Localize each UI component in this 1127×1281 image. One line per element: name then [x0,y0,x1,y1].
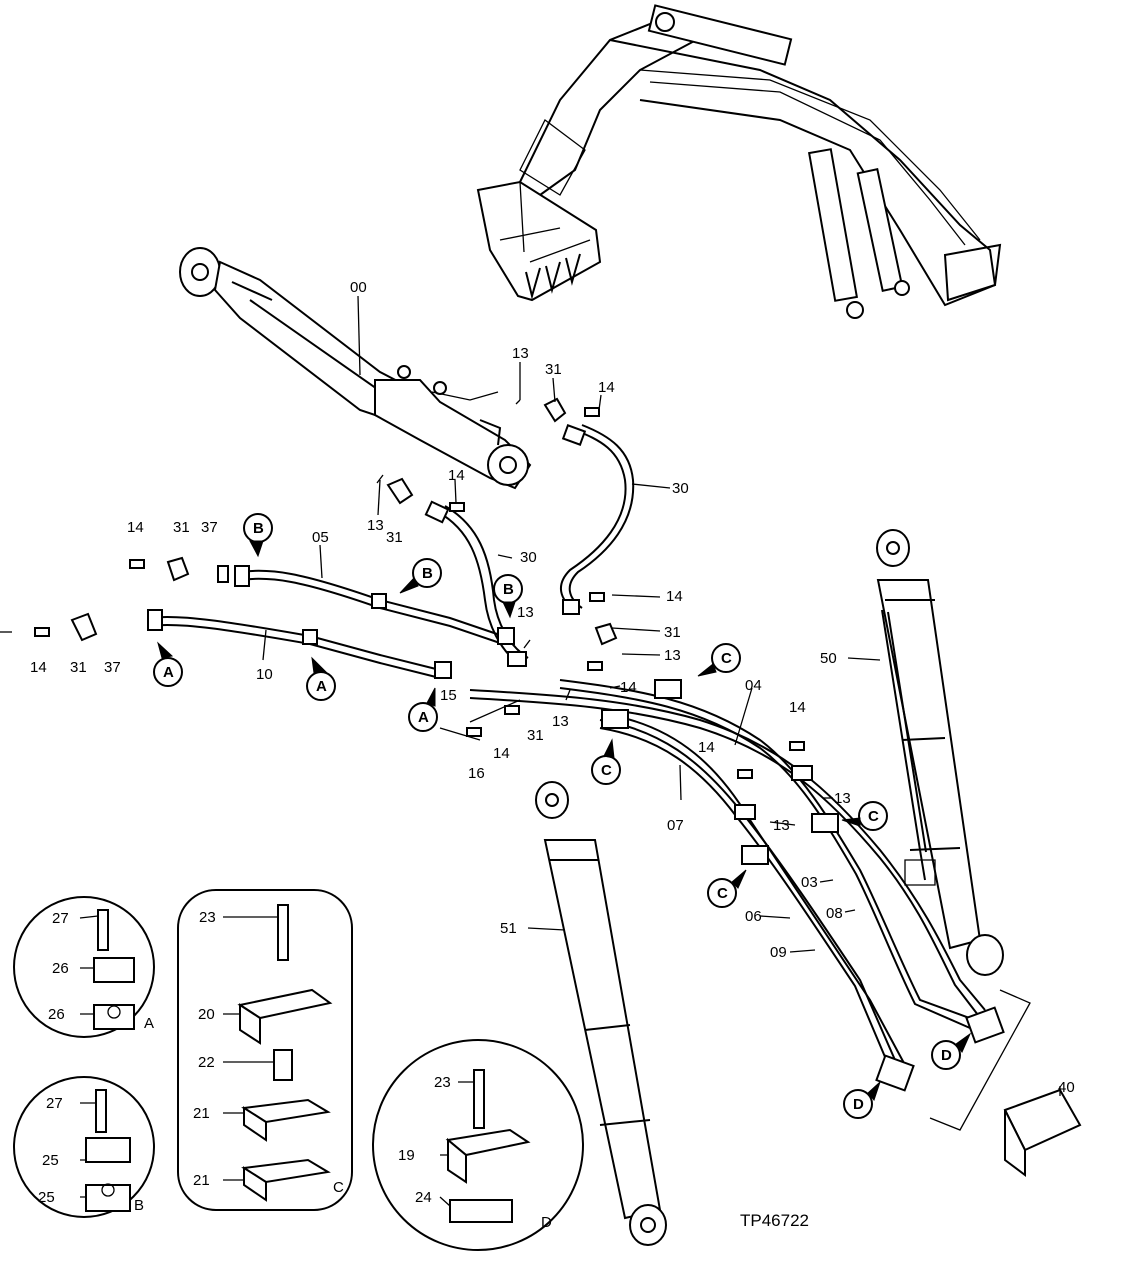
label-part-19: 19 [398,1147,415,1164]
label-part-40: 40 [1058,1079,1075,1096]
label-part-24: 24 [415,1189,432,1206]
label-part-25: 25 [42,1152,59,1169]
label-part-14: 14 [448,467,465,484]
label-part-31: 31 [173,519,190,536]
label-part-04: 04 [745,677,762,694]
detail-letter-b: B [134,1197,144,1214]
callout-c: C [697,643,741,677]
label-part-37: 37 [104,659,121,676]
label-part-25: 25 [38,1189,55,1206]
label-part-30: 30 [520,549,537,566]
label-part-08: 08 [826,905,843,922]
detail-letter-d: D [541,1214,552,1231]
label-part-26: 26 [48,1006,65,1023]
label-part-14: 14 [620,679,637,696]
svg-text:B: B [253,520,264,537]
svg-text:C: C [601,762,612,779]
label-part-14: 14 [598,379,615,396]
callout-a: A [153,641,183,687]
callout-a: A [306,656,336,701]
callout-d: D [931,1032,972,1070]
svg-text:C: C [868,808,879,825]
svg-text:C: C [717,885,728,902]
callout-c: C [707,869,747,908]
small-fittings [34,397,805,779]
label-part-13: 13 [552,713,569,730]
detail-letter-c: C [333,1179,344,1196]
tube-lines-05-10 [147,565,515,679]
svg-text:B: B [503,581,514,598]
callout-b: B [493,574,523,619]
detail-letter-a: A [144,1015,154,1032]
label-part-13: 13 [367,517,384,534]
callout-d: D [843,1080,882,1119]
svg-text:D: D [941,1047,952,1064]
label-part-03: 03 [801,874,818,891]
label-part-05: 05 [312,529,329,546]
label-part-13: 13 [512,345,529,362]
svg-text:B: B [422,565,433,582]
label-part-15: 15 [440,687,457,704]
label-part-31: 31 [527,727,544,744]
label-part-31: 31 [70,659,87,676]
boom-cylinder-part-51 [535,781,667,1246]
label-part-14: 14 [698,739,715,756]
label-part-50: 50 [820,650,837,667]
label-part-21: 21 [193,1105,210,1122]
boom-cylinder-part-50 [876,529,1004,976]
label-part-13: 13 [834,790,851,807]
detail-b-clamp [13,1076,155,1218]
bucket-cylinder-part-00 [179,247,532,490]
label-part-09: 09 [770,944,787,961]
part-40-group [929,989,1082,1177]
boom-tube-bundle [469,679,1005,1092]
label-part-23: 23 [434,1074,451,1091]
drawing-number: TP46722 [740,1211,809,1230]
leader-lines [0,295,1061,1207]
svg-text:A: A [418,709,429,726]
label-part-06: 06 [745,908,762,925]
part-number-labels: 00 13 31 14 30 14 13 31 30 14 31 37 05 1… [30,279,1075,1231]
label-part-14: 14 [789,699,806,716]
label-part-13: 13 [773,817,790,834]
label-part-21: 21 [193,1172,210,1189]
callout-b: B [243,513,273,558]
callout-bubbles: B B B A A A C C C C D D [153,513,972,1119]
svg-text:A: A [163,664,174,681]
svg-text:C: C [721,650,732,667]
detail-c-clamp-assembly [177,889,353,1211]
label-part-22: 22 [198,1054,215,1071]
label-part-31: 31 [664,624,681,641]
label-part-14: 14 [666,588,683,605]
label-part-20: 20 [198,1006,215,1023]
label-part-10: 10 [256,666,273,683]
label-part-27: 27 [52,910,69,927]
label-part-26: 26 [52,960,69,977]
callout-a: A [408,687,438,732]
callout-c: C [841,801,888,831]
excavator-overview-illustration [476,4,1002,319]
label-part-00: 00 [350,279,367,296]
label-part-13: 13 [517,604,534,621]
label-part-37: 37 [201,519,218,536]
callout-b: B [399,558,442,594]
label-part-13: 13 [664,647,681,664]
label-part-07: 07 [667,817,684,834]
label-part-14: 14 [127,519,144,536]
label-part-51: 51 [500,920,517,937]
label-part-31: 31 [386,529,403,546]
label-part-23: 23 [199,909,216,926]
label-part-30: 30 [672,480,689,497]
detail-a-clamp [13,896,155,1038]
svg-text:A: A [316,678,327,695]
callout-c: C [591,738,621,785]
label-part-14: 14 [30,659,47,676]
detail-d-clamp-assembly [372,1039,584,1251]
label-part-14: 14 [493,745,510,762]
label-part-31: 31 [545,361,562,378]
label-part-27: 27 [46,1095,63,1112]
label-part-16: 16 [468,765,485,782]
svg-text:D: D [853,1096,864,1113]
